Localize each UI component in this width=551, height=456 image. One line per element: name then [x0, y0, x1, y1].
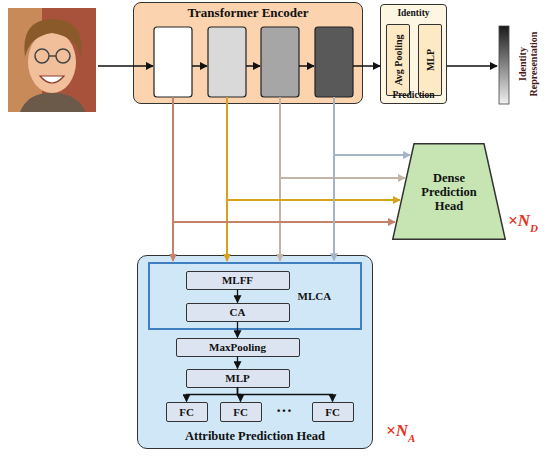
encoder-stage [208, 27, 246, 97]
layer-box: FC [166, 402, 208, 422]
attribute-head: Attribute Prediction Head MLCA MLFF CA MaxPo… [137, 255, 373, 449]
encoder-stage [154, 27, 192, 97]
connector [333, 104, 335, 261]
connector [363, 65, 380, 67]
node-label: MLP [225, 372, 249, 384]
layer-box: MLFF [186, 271, 290, 290]
connector [237, 357, 238, 369]
dense-head: Dense Prediction Head [392, 143, 506, 240]
photo-shirt [20, 93, 86, 112]
node-label: MLCA [298, 290, 332, 302]
node-label: MLP [424, 48, 435, 70]
photo-hair [24, 19, 81, 57]
node-label: FC [325, 405, 340, 417]
photo-glasses [56, 49, 70, 63]
encoder-stage [315, 27, 353, 97]
ellipsis: ··· [276, 402, 292, 420]
connector [187, 388, 238, 402]
connector [238, 388, 333, 402]
stage-arrow [246, 65, 260, 67]
layer-box: MaxPooling [176, 338, 300, 357]
node-label: Identity [381, 8, 446, 18]
node-label: FC [179, 405, 194, 417]
node-label: MaxPooling [209, 341, 266, 353]
layer-box: Avg Pooling [386, 24, 410, 96]
repeat-subscript: A [408, 432, 415, 444]
layer-box: MLP [186, 369, 290, 388]
photo-glasses [35, 49, 49, 63]
stage-tap [172, 97, 174, 261]
photo-face [28, 31, 76, 93]
output-arrow [447, 65, 497, 67]
connector [334, 104, 410, 155]
stage-arrow [299, 65, 314, 67]
node-label: Avg Pooling [392, 34, 403, 85]
node-label: Attribute Prediction Head [138, 430, 372, 444]
repeat-count: ×N [386, 422, 408, 441]
stage-tap [280, 177, 405, 179]
stage-tap [173, 221, 395, 223]
layer-box: MLP [418, 24, 442, 96]
repeat-subscript: D [530, 222, 538, 234]
stage-arrow [353, 65, 363, 67]
encoder-stage [261, 27, 299, 97]
identity-head: IdentityPrediction Avg Pooling MLP [380, 4, 447, 104]
node-label: FC [233, 405, 248, 417]
node-label: Prediction [381, 90, 446, 100]
connector [237, 322, 238, 338]
layer-box: FC [220, 402, 262, 422]
layer-box: FC [312, 402, 354, 422]
mlca-group: MLCA MLFF CA [148, 262, 362, 330]
node-label: Transformer Encoder [134, 6, 362, 20]
layer-box: CA [186, 303, 290, 322]
output-label: Identity Representation [517, 24, 539, 104]
node-label: MLFF [222, 274, 253, 286]
representation-bar [499, 26, 509, 104]
stage-tap [227, 199, 400, 201]
trapezoid-shape [393, 144, 506, 240]
photo-background [8, 8, 96, 112]
photo-glasses [49, 55, 56, 57]
stage-arrow [192, 65, 207, 67]
node-label: CA [230, 306, 246, 318]
stage-tap [333, 97, 335, 104]
photo-smile [40, 76, 64, 83]
connector [237, 290, 238, 303]
repeat-count: ×N [508, 212, 530, 231]
node-label: Dense Prediction Head [407, 173, 491, 214]
stage-tap [226, 97, 228, 261]
input-arrow [98, 65, 153, 67]
